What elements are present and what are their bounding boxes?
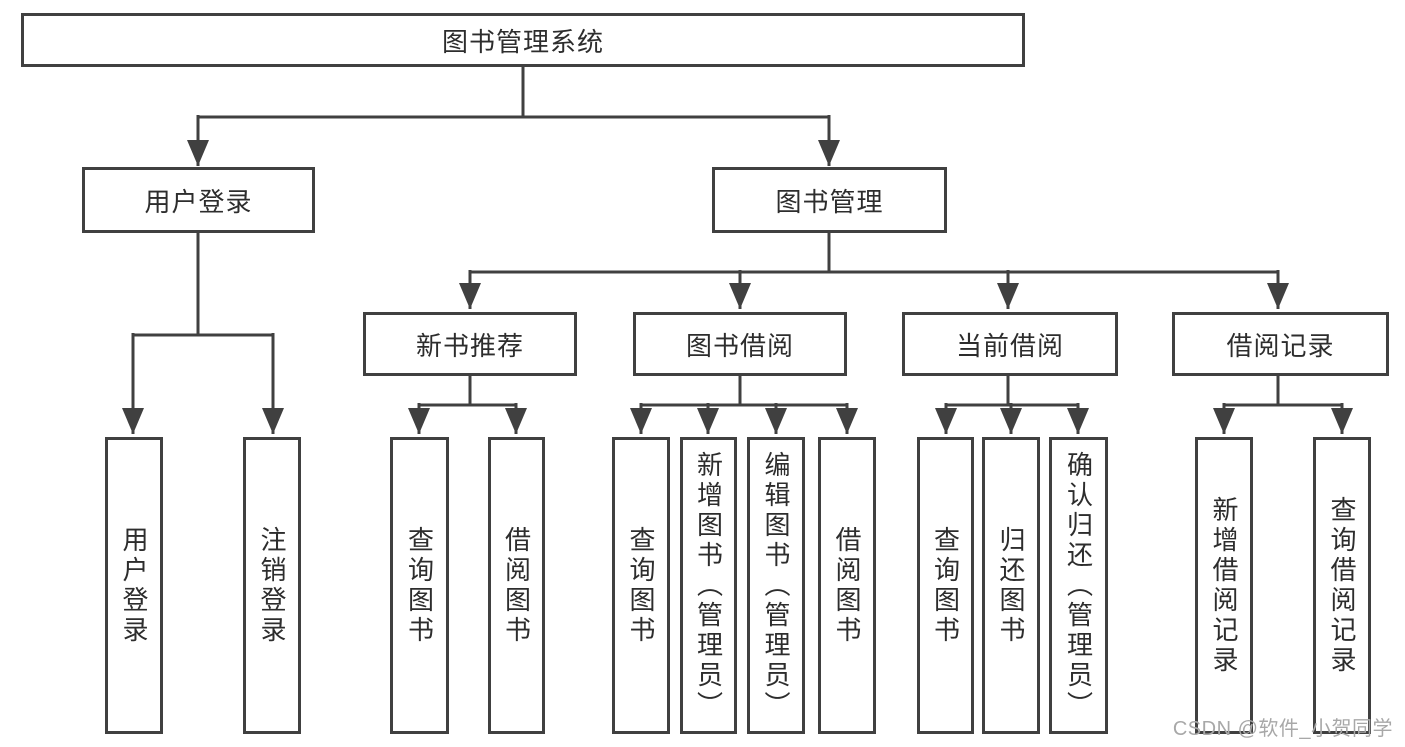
node-book-borrow: 图书借阅	[633, 312, 847, 376]
node-label: 图书管理系统	[441, 26, 604, 57]
node-label: 当前借阅	[955, 330, 1064, 361]
node-label: 用户登录	[144, 186, 253, 217]
node-label: 借阅图书	[832, 525, 862, 646]
leaf-return-books: 归还图书	[982, 437, 1040, 734]
node-label: 确认归还（管理员）	[1063, 450, 1094, 721]
node-label: 查询图书	[404, 525, 435, 646]
node-label: 用户登录	[119, 525, 149, 646]
node-label: 查询图书	[626, 525, 656, 646]
node-label: 图书借阅	[685, 330, 794, 361]
node-root: 图书管理系统	[21, 13, 1025, 67]
node-label: 借阅记录	[1226, 330, 1335, 361]
node-label: 归还图书	[996, 525, 1026, 646]
node-label: 查询图书	[930, 525, 961, 646]
leaf-query-books-current: 查询图书	[917, 437, 974, 734]
leaf-add-borrow-record: 新增借阅记录	[1195, 437, 1253, 734]
leaf-logout: 注销登录	[243, 437, 301, 734]
node-current-borrow: 当前借阅	[902, 312, 1118, 376]
csdn-watermark: CSDN @软件_小贺同学	[1172, 718, 1393, 740]
node-label: 借阅图书	[501, 525, 532, 646]
node-user-login: 用户登录	[82, 167, 315, 233]
node-label: 注销登录	[257, 525, 287, 646]
leaf-query-books-borrow: 查询图书	[612, 437, 670, 734]
node-book-management: 图书管理	[712, 167, 947, 233]
node-label: 新书推荐	[415, 330, 524, 361]
node-new-book-recommend: 新书推荐	[363, 312, 577, 376]
node-borrow-records: 借阅记录	[1172, 312, 1389, 376]
node-label: 新增借阅记录	[1209, 495, 1239, 676]
leaf-borrow-books: 借阅图书	[818, 437, 876, 734]
leaf-edit-books-admin: 编辑图书（管理员）	[747, 437, 805, 734]
leaf-query-borrow-record: 查询借阅记录	[1313, 437, 1371, 734]
node-label: 查询借阅记录	[1327, 495, 1357, 676]
node-label: 图书管理	[775, 186, 884, 217]
node-label: 新增图书（管理员）	[693, 450, 724, 721]
leaf-user-login: 用户登录	[105, 437, 163, 734]
leaf-query-books-recommend: 查询图书	[390, 437, 449, 734]
leaf-confirm-return-admin: 确认归还（管理员）	[1049, 437, 1108, 734]
node-label: 编辑图书（管理员）	[761, 450, 791, 721]
leaf-add-books-admin: 新增图书（管理员）	[680, 437, 737, 734]
leaf-borrow-books-recommend: 借阅图书	[488, 437, 545, 734]
